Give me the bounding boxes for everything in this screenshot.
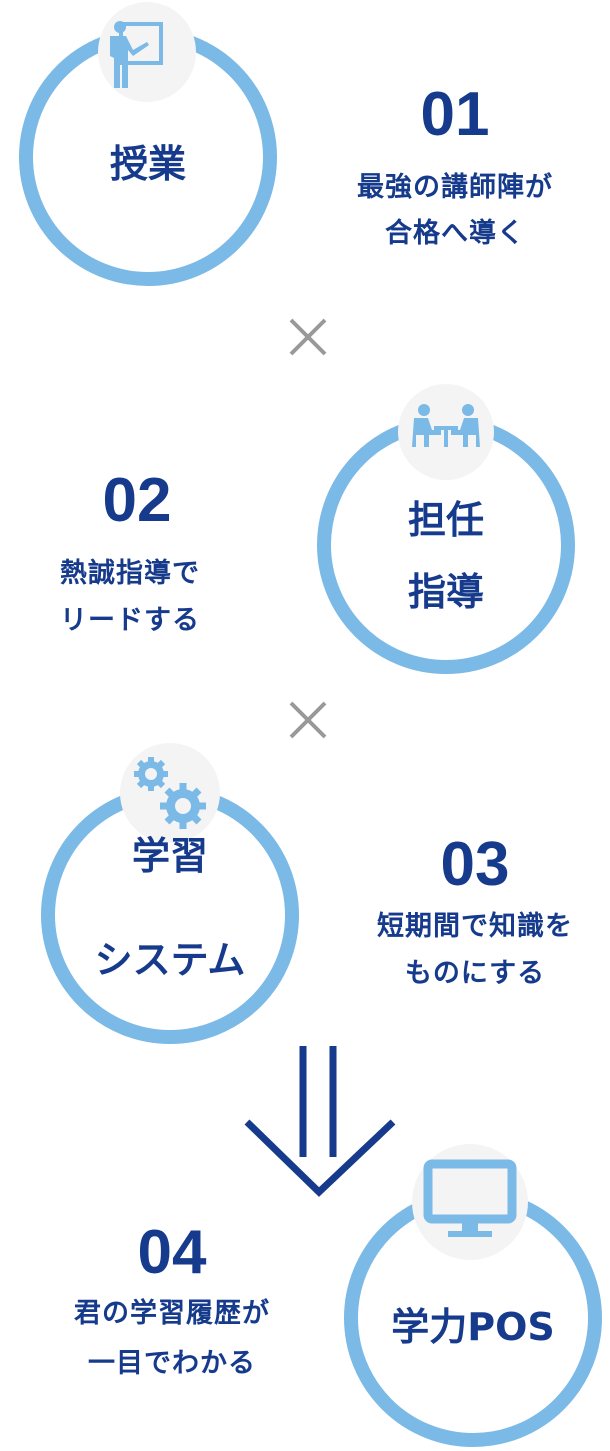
- step2-circle-label-line1: 担任: [407, 498, 485, 542]
- gears-icon: [120, 743, 220, 843]
- multiply-icon: [289, 701, 327, 739]
- step1-circle-label: 授業: [109, 142, 187, 186]
- step3-circle-label-line1: 学習: [131, 834, 209, 878]
- step4-caption-line2: 一目でわかる: [88, 1348, 256, 1379]
- meeting-icon: [398, 384, 494, 480]
- multiply-icon: [289, 318, 327, 356]
- down-arrow-icon: [244, 1046, 396, 1197]
- step3-caption-line2: ものにする: [404, 958, 546, 989]
- monitor-icon: [412, 1144, 528, 1260]
- teacher-board-icon: [98, 2, 196, 102]
- step2-number: 02: [102, 466, 172, 535]
- step2-caption-line2: リードする: [60, 605, 200, 636]
- step2-caption-line1: 熱誠指導で: [60, 558, 200, 589]
- step4-number: 04: [137, 1218, 207, 1287]
- step3-circle-label-line2: システム: [94, 938, 246, 982]
- step1-caption-line2: 合格へ導く: [385, 218, 525, 249]
- step1-caption-line1: 最強の講師陣が: [357, 172, 553, 203]
- step3-caption-line1: 短期間で知識を: [377, 911, 573, 942]
- step3-number: 03: [440, 830, 510, 899]
- step4-caption-line1: 君の学習履歴が: [74, 1298, 270, 1329]
- step2-circle-label-line2: 指導: [407, 570, 485, 614]
- step4-circle-label: 学力POS: [391, 1305, 555, 1349]
- step1-number: 01: [420, 80, 490, 149]
